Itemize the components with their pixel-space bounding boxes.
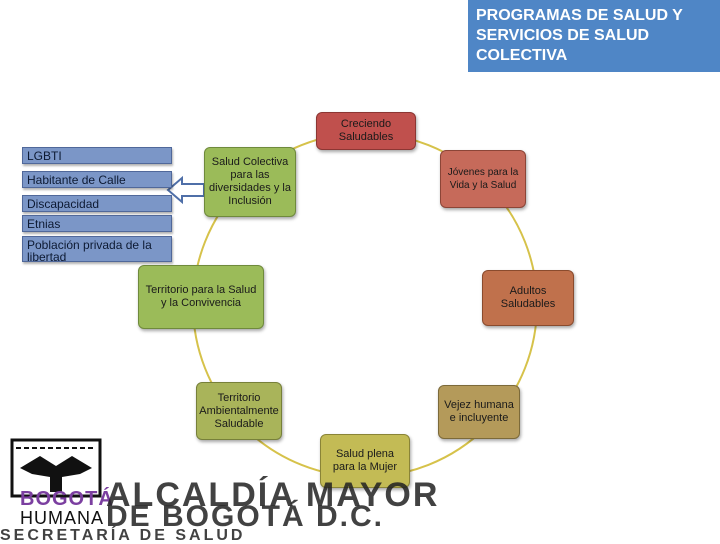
logo-bogota-dc: DE BOGOTÁ D.C. [106, 500, 385, 533]
node-jovenes: Jóvenes para la Vida y la Salud [440, 150, 526, 208]
list-item-poblacion: Población privada de la libertad [22, 236, 172, 263]
node-mujer: Salud plena para la Mujer [320, 434, 410, 488]
list-item-habitante: Habitante de Calle [22, 171, 172, 188]
logo-bogota: BOGOTÁ [20, 488, 114, 510]
node-territorio: Territorio para la Salud y la Convivenci… [138, 265, 264, 329]
node-adultos: Adultos Saludables [482, 270, 574, 326]
node-creciendo: Creciendo Saludables [316, 112, 416, 150]
node-ambiental: Territorio Ambientalmente Saludable [196, 382, 282, 440]
logo-humana: HUMANA [20, 508, 105, 528]
list-item-discapacidad: Discapacidad [22, 195, 172, 212]
node-vejez: Vejez humana e incluyente [438, 385, 520, 439]
arrow-left-icon [166, 175, 205, 205]
list-item-etnias: Etnias [22, 215, 172, 232]
coat-of-arms-icon [10, 438, 102, 498]
node-colectiva: Salud Colectiva para las diversidades y … [204, 147, 296, 217]
logo-alcaldia: ALCALDÍA MAYOR [106, 476, 440, 514]
logo-secretaria: SECRETARÍA DE SALUD [0, 527, 246, 544]
page-title: PROGRAMAS DE SALUD Y SERVICIOS DE SALUD … [468, 0, 720, 72]
list-item-lgbti: LGBTI [22, 147, 172, 164]
